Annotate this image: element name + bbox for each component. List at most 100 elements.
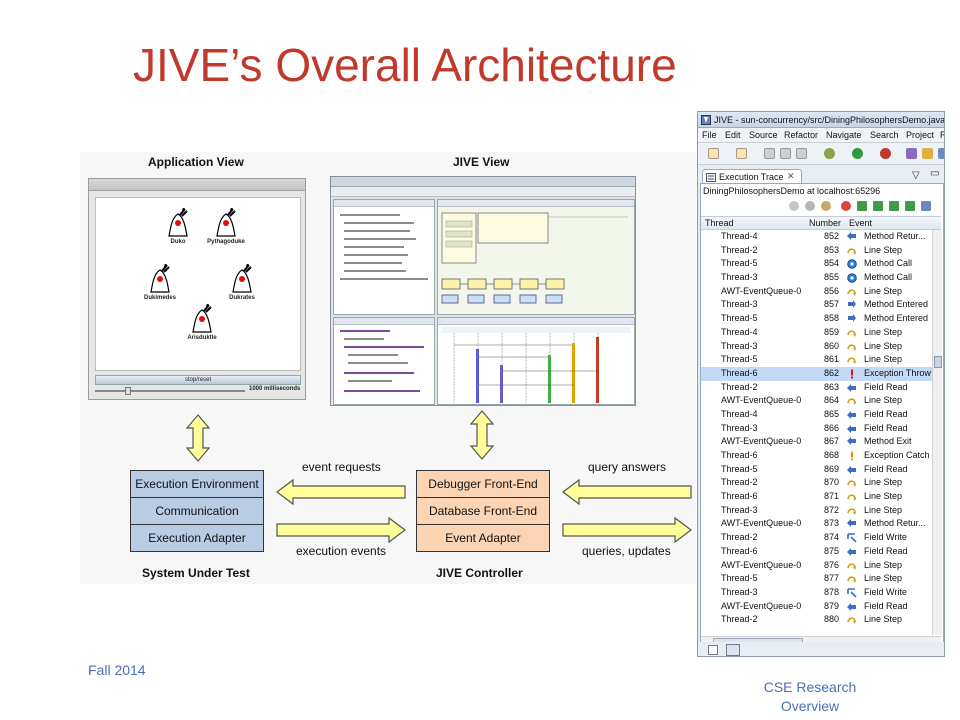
menu-run[interactable]: R (940, 130, 944, 140)
filter-icon[interactable] (821, 201, 831, 211)
print-icon[interactable] (796, 148, 807, 159)
open-type-icon[interactable] (922, 148, 933, 159)
pause-icon[interactable] (789, 201, 799, 211)
menu-search[interactable]: Search (870, 130, 899, 140)
run-icon[interactable] (852, 148, 863, 159)
export-icon[interactable] (921, 201, 931, 211)
record-icon[interactable] (841, 201, 851, 211)
trace-thread-cell: Thread-5 (721, 258, 758, 269)
trace-event-cell: Method Call (864, 272, 913, 283)
queries-updates-label: queries, updates (582, 544, 671, 558)
trace-number-cell: 874 (823, 532, 839, 543)
step-forward-icon[interactable] (905, 201, 915, 211)
trace-number-cell: 871 (823, 491, 839, 502)
menu-refactor[interactable]: Refactor (784, 130, 819, 140)
slider-knob[interactable] (125, 387, 131, 395)
menu-project[interactable]: Project (906, 130, 935, 140)
trace-thread-cell: AWT-EventQueue-0 (721, 600, 802, 611)
scroll-thumb[interactable] (934, 356, 942, 368)
tab-execution-trace[interactable]: Execution Trace ✕ (702, 169, 802, 184)
return-icon (847, 437, 857, 447)
view-menu-icon[interactable]: ▽ (912, 170, 920, 181)
trace-number-cell: 867 (823, 436, 839, 447)
object-diagram-mini (441, 212, 628, 304)
rewind-icon[interactable] (873, 201, 883, 211)
new-icon[interactable] (708, 148, 719, 159)
trace-event-cell: Line Step (864, 491, 903, 502)
trace-number-cell: 875 (823, 545, 839, 556)
execution-environment-box: Execution Environment (130, 470, 264, 498)
mini-code-line (348, 380, 392, 382)
open-perspective-icon[interactable] (726, 644, 740, 656)
trace-thread-cell: Thread-5 (721, 354, 758, 365)
application-view-window: Duko Pythagoduke Dukimedes Dukrates Aris… (88, 178, 306, 400)
menu-edit[interactable]: Edit (725, 130, 741, 140)
column-event[interactable]: Event (849, 218, 873, 228)
minimize-view-icon[interactable]: ▭ (930, 168, 940, 179)
application-view-title: Application View (148, 155, 244, 169)
stop-reset-button[interactable]: stop/reset (95, 375, 301, 385)
debug-icon[interactable] (824, 148, 835, 159)
method-call-icon (847, 259, 857, 270)
trace-event-cell: Field Read (864, 545, 908, 556)
speed-slider[interactable] (95, 387, 245, 395)
column-number[interactable]: Number (809, 218, 842, 228)
column-thread[interactable]: Thread (705, 218, 734, 228)
philosopher-duko: Duko (158, 208, 198, 245)
ide-menubar: File Edit Source Refactor Navigate Searc… (698, 128, 944, 143)
mini-code-line (340, 330, 390, 332)
forward-icon[interactable] (889, 201, 899, 211)
close-tab-icon[interactable]: ✕ (787, 171, 795, 181)
new-folder-icon[interactable] (736, 148, 747, 159)
search-icon[interactable] (938, 148, 944, 159)
menu-source[interactable]: Source (749, 130, 778, 140)
trace-thread-cell: Thread-3 (721, 340, 758, 351)
architecture-diagram: Application View JIVE View Duko Pythagod… (80, 152, 696, 584)
mini-text-line (344, 254, 408, 256)
new-java-project-icon[interactable] (906, 148, 917, 159)
trace-event-cell: Field Read (864, 408, 908, 419)
duke-icon (192, 304, 212, 333)
trace-thread-cell: Thread-3 (721, 422, 758, 433)
external-tools-icon[interactable] (880, 148, 891, 159)
trace-number-cell: 852 (823, 231, 839, 241)
save-icon[interactable] (764, 148, 775, 159)
menu-file[interactable]: File (702, 130, 717, 140)
stop-icon[interactable] (805, 201, 815, 211)
step-back-icon[interactable] (857, 201, 867, 211)
vertical-scrollbar[interactable] (932, 230, 942, 635)
fast-view-icon[interactable] (708, 645, 718, 655)
menu-navigate[interactable]: Navigate (826, 130, 862, 140)
trace-number-cell: 861 (823, 354, 839, 365)
save-all-icon[interactable] (780, 148, 791, 159)
